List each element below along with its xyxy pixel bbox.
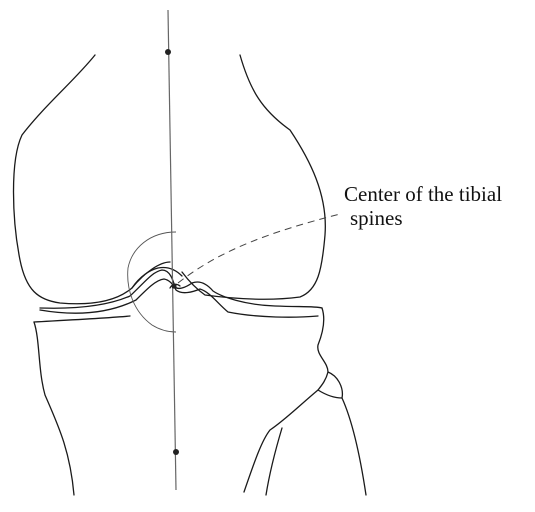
- label-line-1: Center of the tibial: [344, 182, 502, 206]
- fibula-shaft: [266, 428, 282, 495]
- fibula-head: [328, 372, 366, 495]
- label-line-2: spines: [344, 206, 502, 230]
- axis-center-marker: [171, 283, 176, 288]
- annotation-leader: [178, 214, 340, 283]
- fibula-inner: [318, 390, 342, 398]
- reference-circle: [128, 232, 176, 332]
- axis-bottom-marker: [173, 449, 179, 455]
- femur-medial-outline: [14, 55, 171, 304]
- tibia-lateral-outline: [244, 308, 328, 492]
- tibia-medial-top: [34, 316, 130, 322]
- mechanical-axis-line: [168, 10, 176, 490]
- femur-lateral-outline: [182, 55, 325, 299]
- axis-top-marker: [165, 49, 171, 55]
- tibia-medial-outline: [34, 322, 74, 495]
- tibial-spines-label: Center of the tibial spines: [344, 182, 502, 230]
